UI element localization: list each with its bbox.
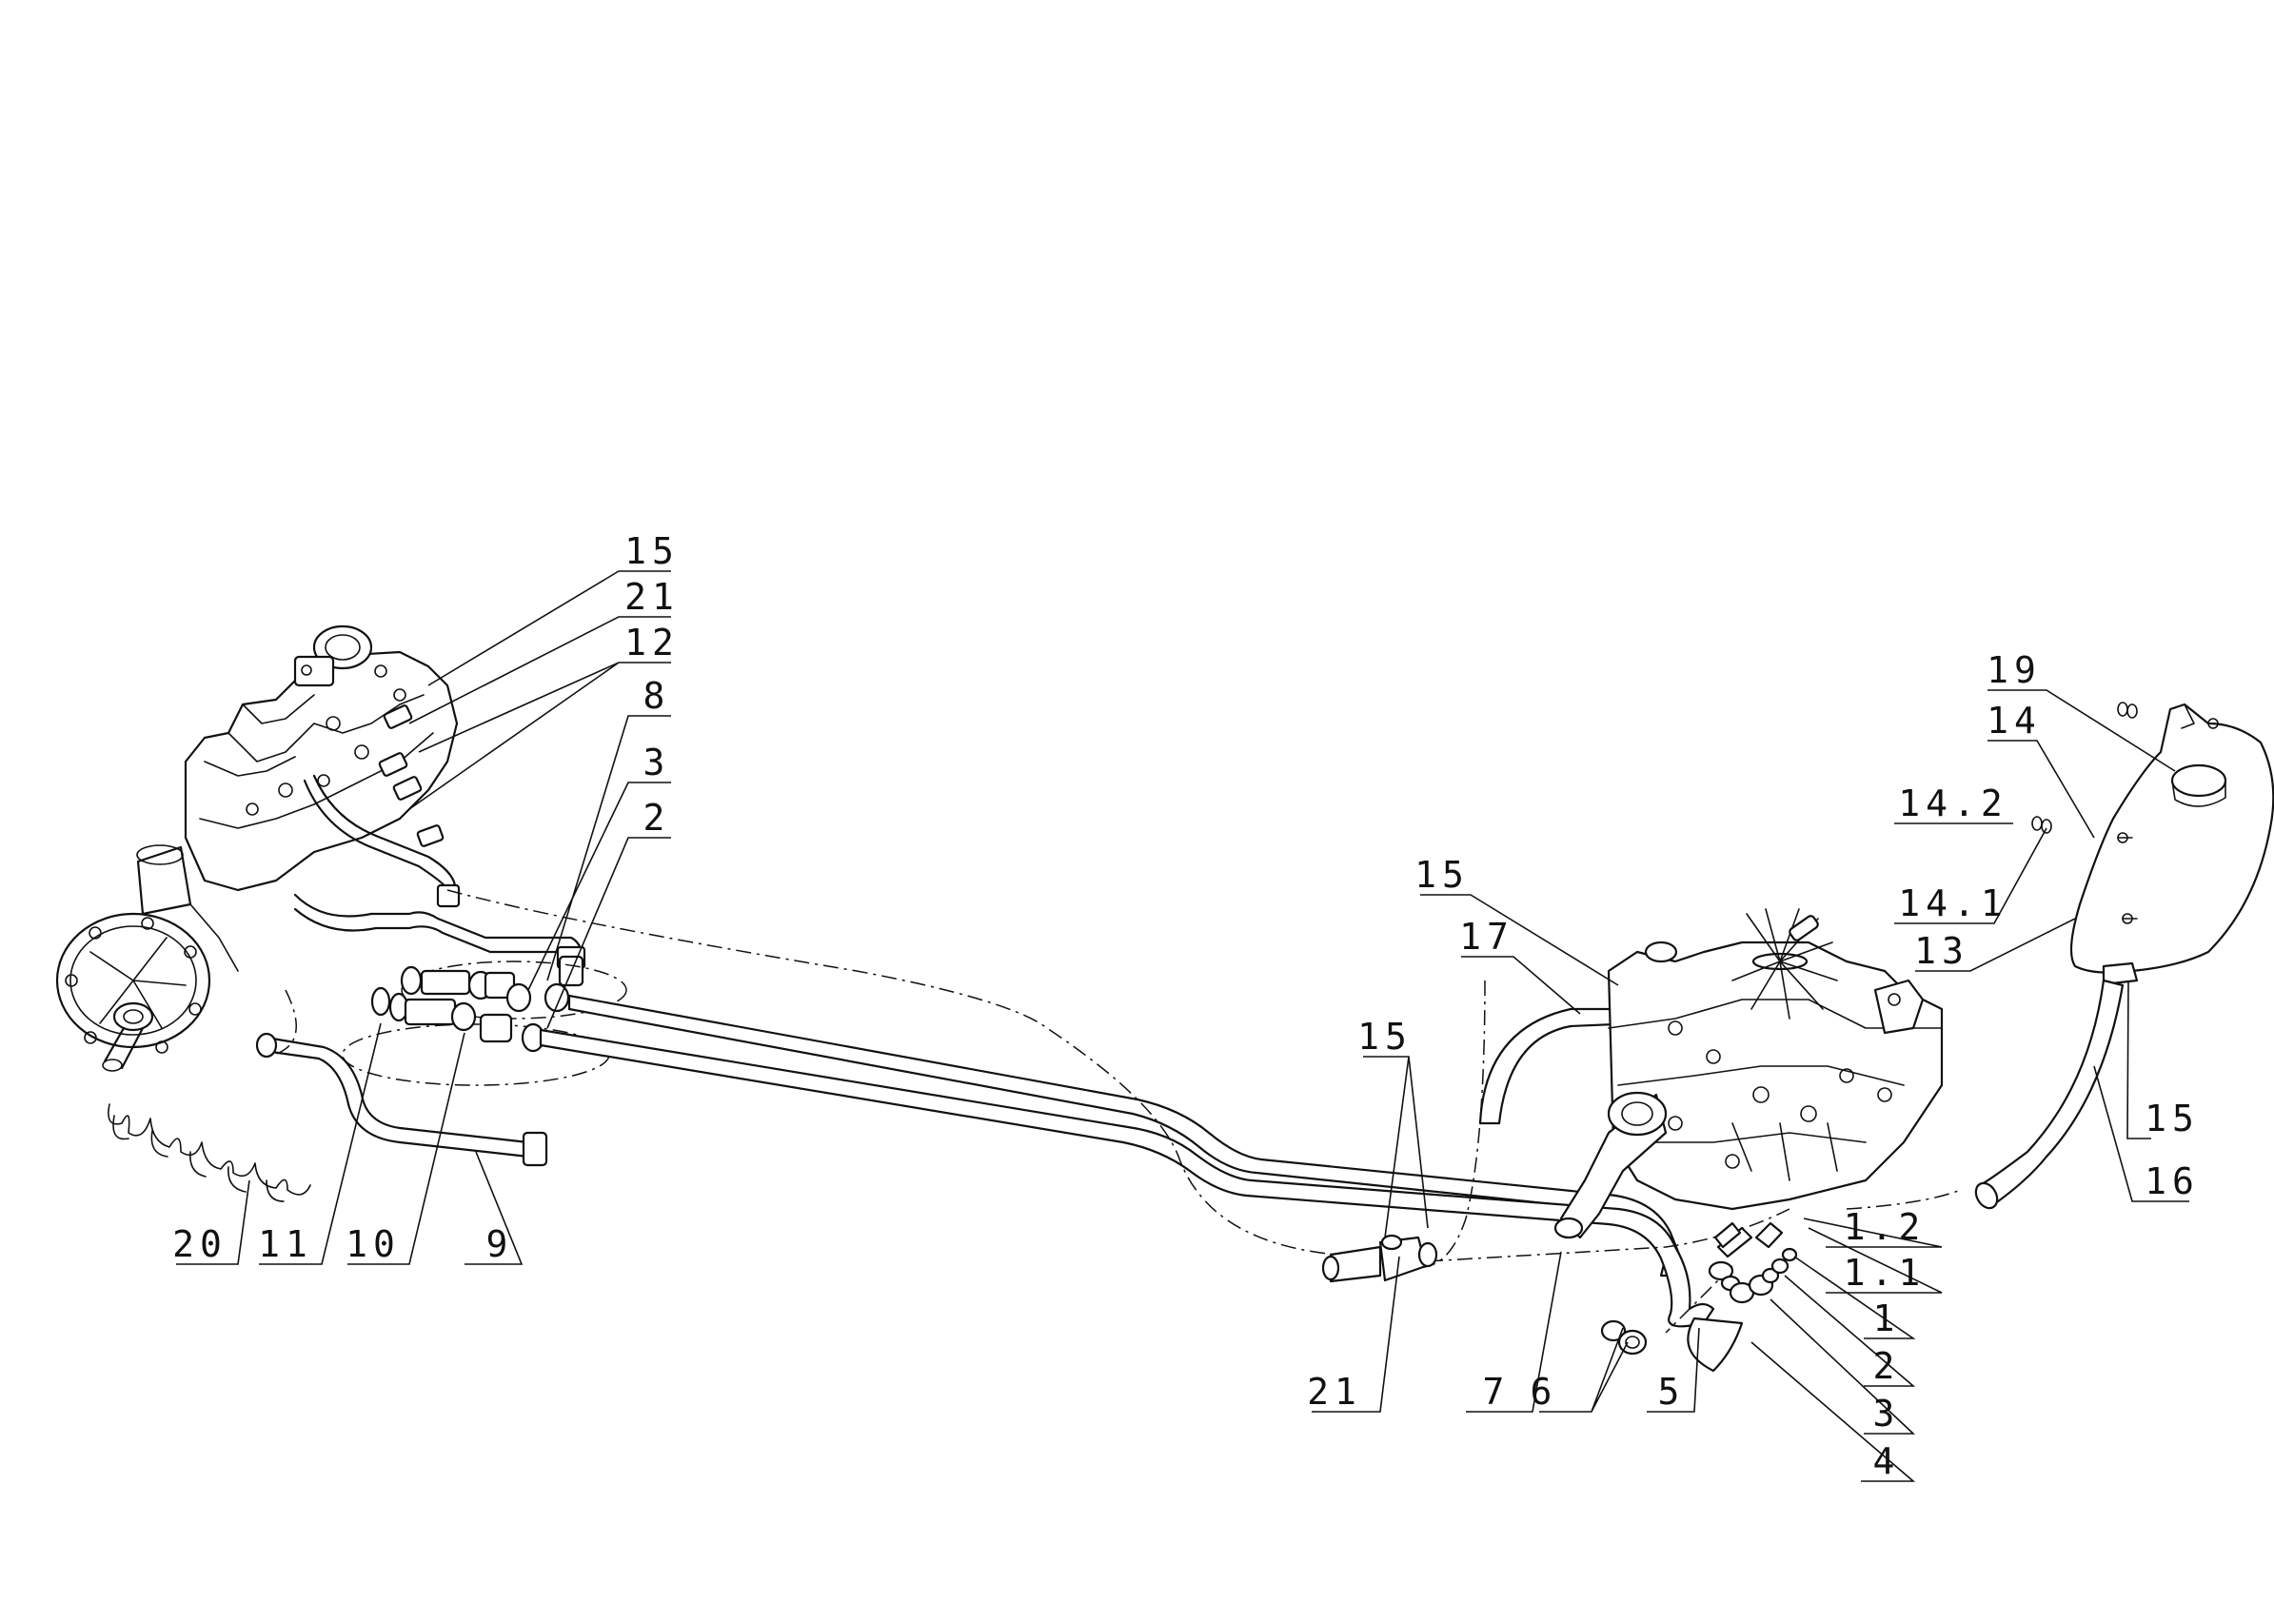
label-15: 15 [624, 530, 680, 572]
label-5: 5 [1658, 1371, 1686, 1413]
oil-tank-assembly [1974, 702, 2274, 1210]
hydraulic-lines [266, 889, 1962, 1373]
label-1: 1 [1873, 1297, 1901, 1339]
label-15: 15 [1357, 1016, 1413, 1058]
left-transmission-assembly [55, 624, 586, 1202]
label-14-1: 14.1 [1898, 882, 2008, 924]
label-8: 8 [643, 675, 671, 717]
label-20: 20 [172, 1223, 227, 1265]
leader-lines [176, 570, 2189, 1482]
label-1-2: 1.2 [1844, 1206, 1927, 1248]
label-19: 19 [1987, 649, 2042, 691]
label-15: 15 [1414, 854, 1470, 896]
label-7: 7 [1483, 1371, 1511, 1413]
fittings-group [342, 961, 627, 1086]
label-9: 9 [486, 1223, 514, 1265]
label-1-1: 1.1 [1844, 1252, 1927, 1294]
label-17: 17 [1459, 916, 1514, 958]
label-13: 13 [1914, 930, 1969, 972]
right-fittings [1600, 1221, 1798, 1356]
tee-fitting [1321, 1234, 1438, 1283]
label-3: 3 [643, 742, 671, 783]
label-21: 21 [1307, 1371, 1362, 1413]
label-11: 11 [258, 1223, 313, 1265]
part-labels: 15 21 12 8 3 2 20 11 10 9 15 17 15 21 7 … [172, 530, 2200, 1482]
label-3: 3 [1873, 1393, 1901, 1435]
label-15: 15 [2145, 1098, 2200, 1139]
label-2: 2 [643, 797, 671, 839]
label-6: 6 [1531, 1371, 1558, 1413]
right-transmission-assembly [1553, 908, 1944, 1239]
label-12: 12 [624, 622, 680, 663]
label-4: 4 [1873, 1440, 1901, 1482]
label-16: 16 [2145, 1160, 2200, 1202]
label-14-2: 14.2 [1898, 782, 2008, 824]
label-10: 10 [346, 1223, 401, 1265]
label-21: 21 [624, 576, 680, 618]
label-2: 2 [1873, 1345, 1901, 1387]
label-14: 14 [1987, 700, 2042, 742]
